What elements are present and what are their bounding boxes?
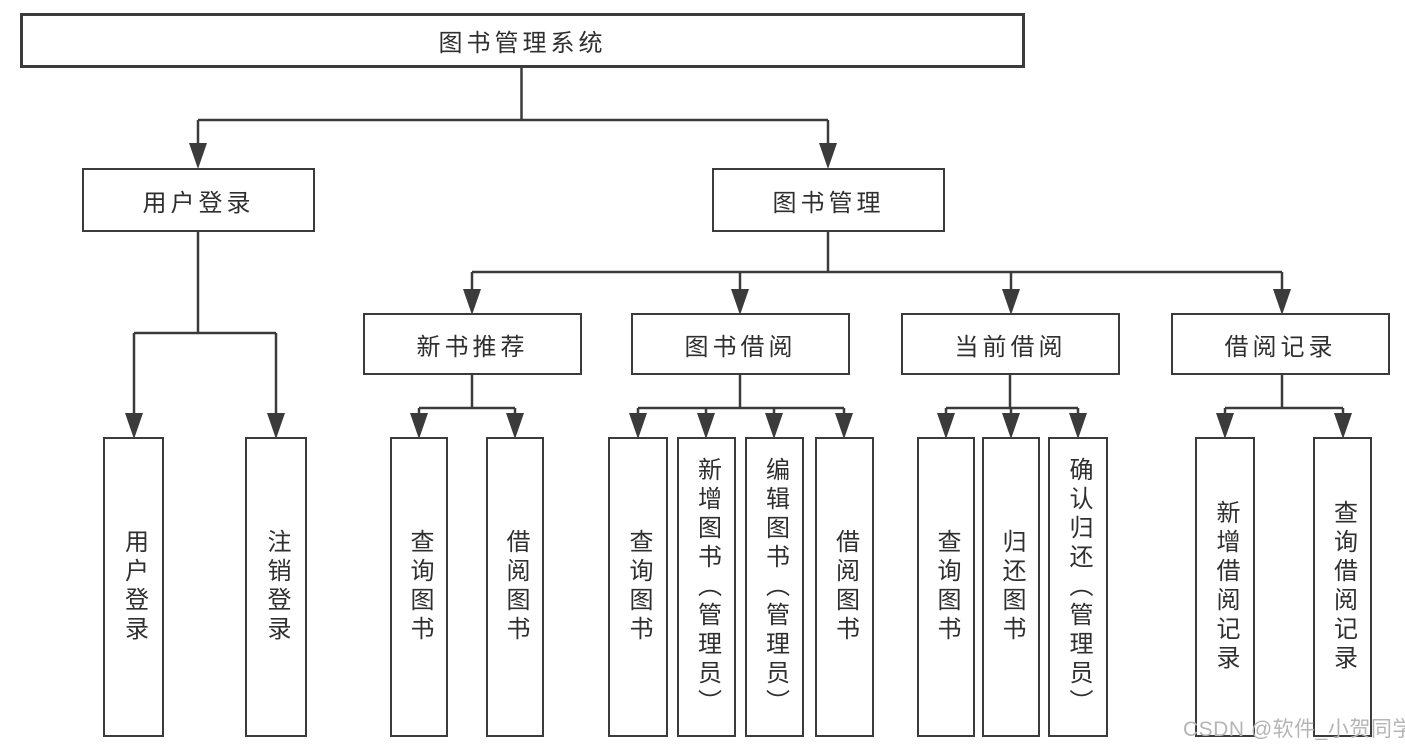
- connector-newbook-to-leaves: [417, 375, 517, 420]
- arrowhead: [267, 413, 285, 439]
- leaf-return-books-label: 归还图书: [998, 529, 1025, 645]
- node-new-book-rec: 新书推荐: [363, 313, 582, 375]
- leaf-query-books-3: 查询图书: [917, 437, 975, 737]
- node-borrow-records: 借阅记录: [1171, 313, 1390, 375]
- arrowhead: [765, 413, 783, 439]
- leaf-logout-label: 注销登录: [263, 529, 290, 645]
- node-book-mgmt-label: 图书管理: [772, 189, 885, 217]
- leaf-add-borrow-record: 新增借阅记录: [1195, 437, 1255, 737]
- leaf-confirm-return-admin: 确认归还（管理员）: [1048, 437, 1108, 737]
- leaf-borrow-books-2: 借阅图书: [815, 437, 874, 737]
- arrowhead: [835, 413, 853, 439]
- leaf-borrow-books-2-label: 借阅图书: [831, 529, 859, 645]
- arrowhead: [506, 413, 524, 439]
- node-book-borrow: 图书借阅: [631, 313, 850, 375]
- connector-login-to-leaves: [132, 232, 278, 420]
- leaf-edit-books-admin: 编辑图书（管理员）: [745, 437, 804, 737]
- arrowheads: [125, 143, 1352, 439]
- connector-borrow-to-leaves: [636, 375, 846, 420]
- leaf-return-books: 归还图书: [982, 437, 1040, 737]
- arrowhead: [189, 143, 207, 169]
- leaf-add-borrow-record-label: 新增借阅记录: [1212, 500, 1239, 674]
- arrowhead: [410, 413, 428, 439]
- connector-mgmt-to-level3: [470, 232, 1284, 296]
- arrowhead: [1273, 289, 1291, 315]
- node-user-login-label: 用户登录: [142, 189, 255, 217]
- leaf-query-books-2: 查询图书: [608, 437, 668, 737]
- leaf-add-books-admin: 新增图书（管理员）: [677, 437, 736, 737]
- node-book-mgmt: 图书管理: [712, 168, 945, 232]
- leaf-user-login: 用户登录: [103, 437, 164, 737]
- arrowhead: [937, 413, 955, 439]
- leaf-user-login-label: 用户登录: [120, 529, 148, 645]
- leaf-edit-books-admin-label: 编辑图书（管理员）: [761, 456, 789, 718]
- arrowhead: [697, 413, 715, 439]
- leaf-query-books-1: 查询图书: [390, 437, 448, 737]
- connector-records-to-leaves: [1223, 375, 1345, 420]
- leaf-logout: 注销登录: [245, 437, 307, 737]
- arrowhead: [819, 143, 837, 169]
- leaf-query-borrow-record-label: 查询借阅记录: [1329, 500, 1357, 674]
- arrowhead: [125, 413, 143, 439]
- node-user-login: 用户登录: [82, 168, 315, 232]
- arrowhead: [1216, 413, 1234, 439]
- arrowhead: [731, 289, 749, 315]
- node-current-borrow-label: 当前借阅: [954, 333, 1067, 361]
- arrowhead: [629, 413, 647, 439]
- connector-root-to-level2: [196, 68, 830, 150]
- leaf-query-borrow-record: 查询借阅记录: [1313, 437, 1372, 737]
- node-root: 图书管理系统: [20, 13, 1025, 68]
- leaf-confirm-return-admin-label: 确认归还（管理员）: [1065, 456, 1092, 718]
- leaf-query-books-3-label: 查询图书: [933, 529, 960, 645]
- leaf-query-books-1-label: 查询图书: [406, 529, 433, 645]
- leaf-query-books-2-label: 查询图书: [625, 529, 652, 645]
- node-book-borrow-label: 图书借阅: [684, 333, 797, 361]
- node-new-book-rec-label: 新书推荐: [416, 333, 529, 361]
- leaf-borrow-books-1-label: 借阅图书: [502, 529, 529, 645]
- node-current-borrow: 当前借阅: [901, 313, 1120, 375]
- node-root-label: 图书管理系统: [438, 30, 607, 57]
- arrowhead: [1002, 413, 1020, 439]
- arrowhead: [463, 289, 481, 315]
- arrowhead: [1002, 289, 1020, 315]
- csdn-watermark: CSDN @软件_小贺同学: [1183, 718, 1405, 741]
- arrowhead: [1069, 413, 1087, 439]
- node-borrow-records-label: 借阅记录: [1224, 333, 1337, 361]
- arrowhead: [1334, 413, 1352, 439]
- leaf-add-books-admin-label: 新增图书（管理员）: [693, 456, 721, 718]
- leaf-borrow-books-1: 借阅图书: [486, 437, 544, 737]
